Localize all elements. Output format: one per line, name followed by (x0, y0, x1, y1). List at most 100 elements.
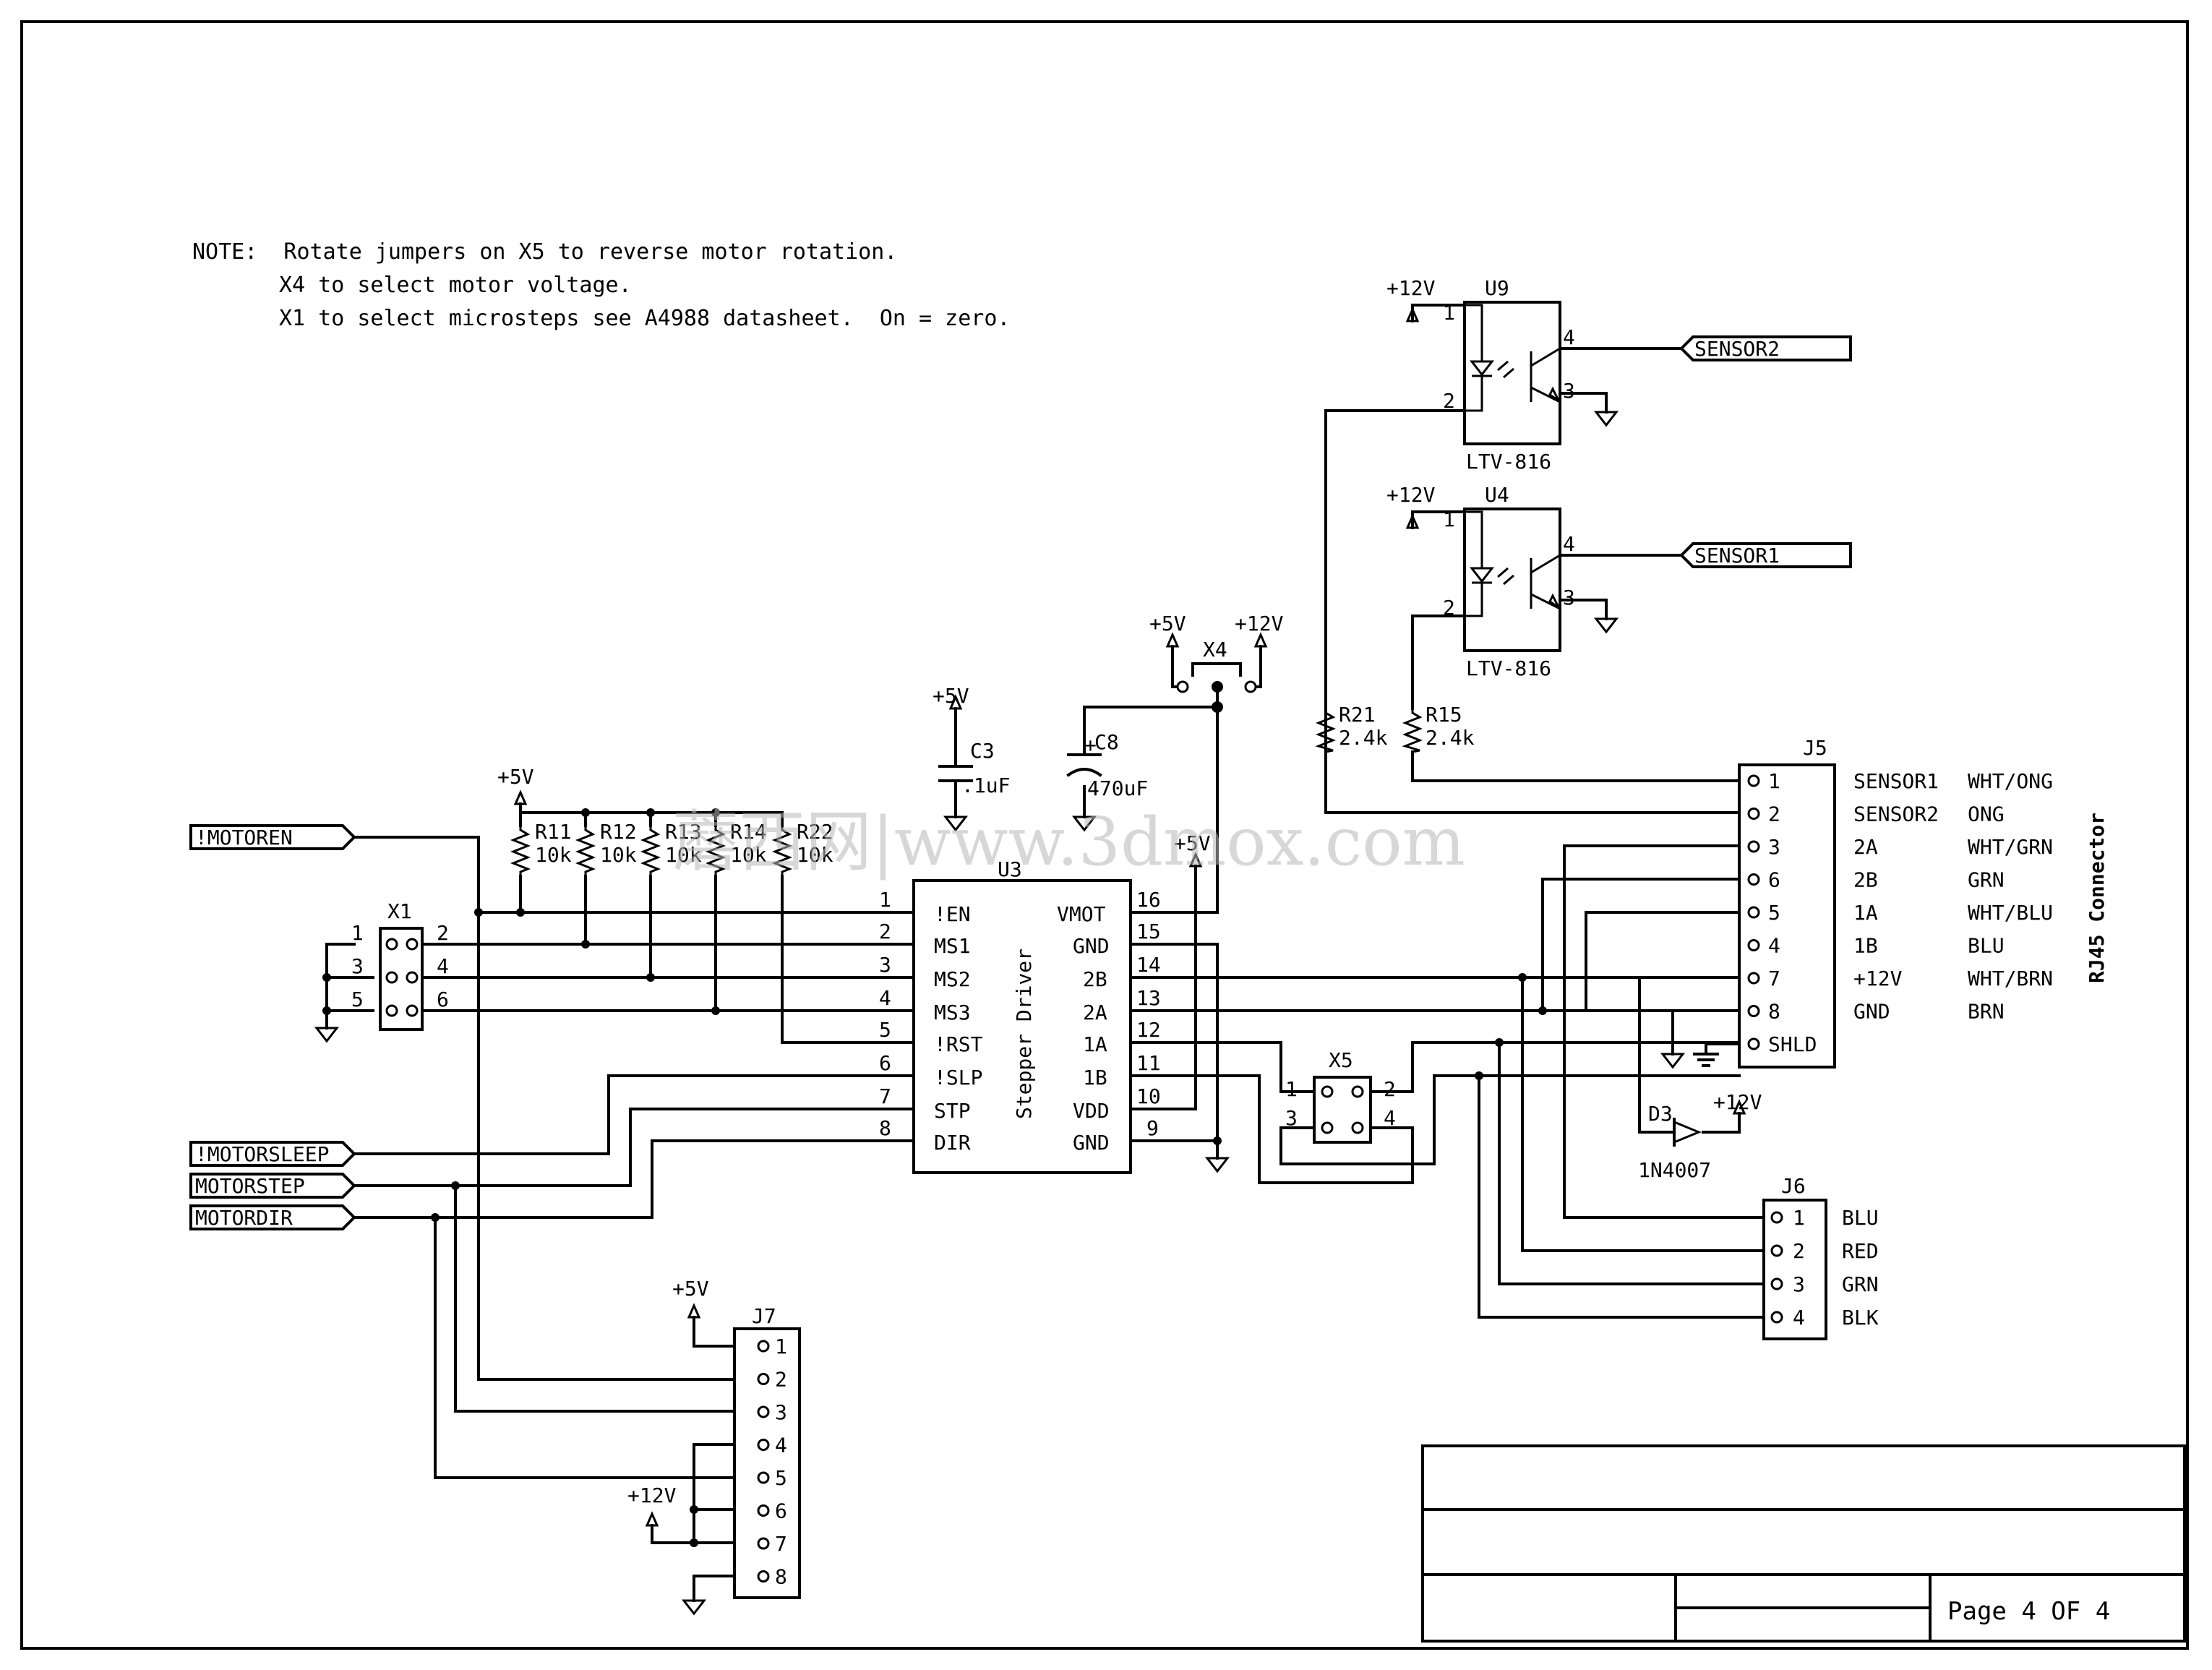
u3-pin-12-num: 12 (1136, 1018, 1161, 1042)
p12v-d3: +12V (1713, 1090, 1762, 1115)
p5v-vdd-label: +5V (1174, 831, 1211, 855)
j5-signal-name: SENSOR2 (1853, 802, 1939, 826)
u3-pin-6-num: 6 (879, 1051, 891, 1075)
j7-row: 4 (757, 1434, 787, 1457)
x1-pin-4: 4 (437, 954, 449, 978)
resistor-r11-ref: R11 (535, 820, 572, 844)
u3-pin-12-name: 1A (1083, 1032, 1107, 1056)
j5-signal-name: +12V (1853, 967, 1903, 990)
connector-j5-ref: J5 (1803, 736, 1827, 760)
u4-pin-3: 3 (1563, 586, 1575, 609)
capacitor-c8-ref: C8 (1094, 730, 1119, 754)
optocoupler-u9-ref: U9 (1485, 276, 1509, 300)
j6-wire-color: BLK (1842, 1306, 1879, 1329)
j7-pin-socket (757, 1504, 770, 1517)
j5-wire-color: BRN (1968, 1000, 2005, 1024)
j6-pin-number: 1 (1793, 1206, 1805, 1230)
j5-pin-number: 8 (1768, 1000, 1780, 1024)
j5-pin-socket (1747, 774, 1760, 787)
p5v-vdd: +5V (1174, 831, 1211, 868)
j7-row: 5 (757, 1466, 787, 1490)
p5v-j7-label: +5V (672, 1277, 709, 1301)
watermark: 蘑西网|www.3dmox.com (672, 803, 1465, 881)
j7-pin-socket (757, 1537, 770, 1550)
p5v-pullups-label: +5V (497, 765, 534, 789)
u3-pin-1-name: !EN (934, 902, 971, 926)
j5-pin-number: 3 (1768, 835, 1780, 859)
j5-pin-socket (1747, 972, 1760, 985)
header-x1: X1 1 2 3 4 5 6 (351, 899, 449, 1031)
u3-pin-3-name: MS2 (934, 967, 971, 991)
resistor-r14-ref: R14 (730, 820, 767, 844)
power-symbols: +5V +5V +5V +12V +5V +12V +12V +12V +5V … (497, 276, 1762, 1527)
wires (325, 304, 1765, 1602)
j5-signal-name: 2A (1853, 835, 1878, 859)
j6-pin-socket (1770, 1277, 1783, 1290)
u3-pin-2-name: MS1 (934, 934, 971, 958)
diode-d3-ref: D3 (1648, 1102, 1673, 1126)
u4-pin-2: 2 (1443, 596, 1455, 620)
u3-pin-15-num: 15 (1136, 920, 1161, 943)
j5-pin-socket (1747, 873, 1760, 886)
optocoupler-u9: U9 LTV-816 1 2 3 4 (1443, 276, 1575, 474)
j6-wire-color: BLU (1842, 1206, 1879, 1230)
x1-pin-2: 2 (437, 921, 449, 945)
u3-pin-4-num: 4 (879, 986, 891, 1010)
resistor-r13-value: 10k (665, 843, 702, 867)
j5-pin-number: 6 (1768, 868, 1780, 892)
p5v-pullups: +5V (497, 765, 534, 827)
u3-pin-8-num: 8 (879, 1116, 891, 1140)
j5-wire-color: ONG (1968, 802, 2005, 826)
ic-u3-label: Stepper Driver (1012, 949, 1036, 1119)
j5-signal-name: GND (1853, 1000, 1890, 1024)
p5v-c3-label: +5V (933, 684, 969, 708)
capacitor-c8-value: 470uF (1087, 776, 1148, 800)
j7-pin-socket (757, 1340, 770, 1353)
j5-wire-color: GRN (1968, 868, 2005, 892)
ic-u3-ref: U3 (998, 857, 1022, 881)
p12v-u4: +12V (1386, 483, 1436, 529)
net-label-motorstep: MOTORSTEP (189, 1173, 356, 1199)
connector-j7-ref: J7 (752, 1304, 776, 1328)
j5-wire-color: BLU (1968, 934, 2005, 958)
net-label-motorstep-text: MOTORSTEP (195, 1174, 305, 1198)
u9-pin-3: 3 (1563, 379, 1575, 403)
net-label-sensor2-text: SENSOR2 (1694, 337, 1780, 361)
p12v-u4-label: +12V (1386, 483, 1436, 507)
j6-wire-color: RED (1842, 1239, 1879, 1263)
diode-d3-part: 1N4007 (1638, 1158, 1711, 1182)
p12v-u9-label: +12V (1386, 276, 1436, 300)
title-block: Page 4 OF 4 (1421, 1444, 2186, 1643)
j5-row: 8 GND BRN (1747, 1000, 2005, 1024)
resistor-r12-value: 10k (600, 843, 637, 867)
net-label-motorsleep: !MOTORSLEEP (189, 1141, 356, 1167)
header-x5-ref: X5 (1329, 1048, 1353, 1072)
resistor-r15-value: 2.4k (1426, 726, 1475, 750)
x5-pin-1: 1 (1285, 1077, 1298, 1101)
j6-pin-socket (1770, 1244, 1783, 1257)
j5-pin-socket (1747, 808, 1760, 820)
j5-pin-number: 4 (1768, 934, 1780, 958)
u9-pin-1: 1 (1443, 301, 1455, 325)
resistor-r13-ref: R13 (665, 820, 702, 844)
capacitor-c3-value: .1uF (961, 774, 1010, 797)
capacitor-c8: + C8 470uF (1066, 730, 1148, 800)
u4-pin-1: 1 (1443, 508, 1455, 531)
p5v-j7: +5V (672, 1277, 709, 1319)
ground-c3 (943, 815, 969, 832)
u4-pin-4: 4 (1563, 532, 1575, 556)
u3-pin-14-num: 14 (1136, 953, 1161, 977)
header-x5: X5 1 2 3 4 (1285, 1048, 1396, 1144)
ground-u4 (1593, 617, 1619, 634)
j7-row: 7 (757, 1532, 787, 1556)
j7-row: 6 (757, 1499, 787, 1523)
ground-j5 (1660, 1053, 1686, 1069)
